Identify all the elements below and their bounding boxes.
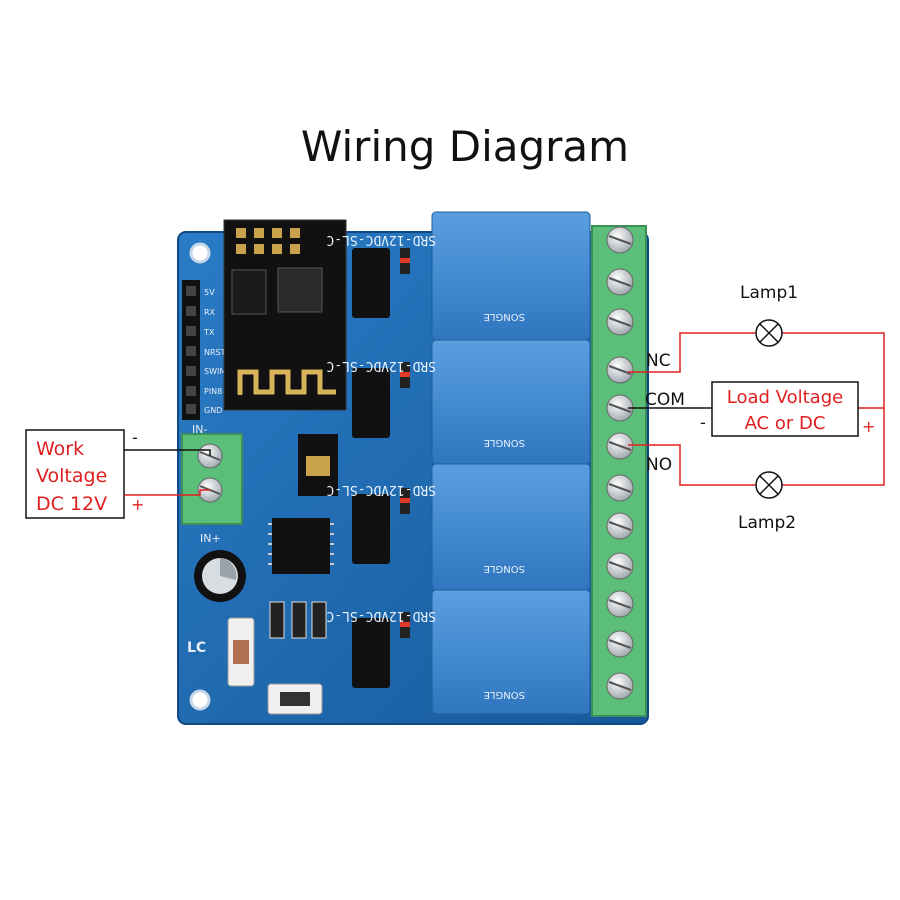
screw-slot xyxy=(608,521,632,531)
pin-label: SWIM xyxy=(204,367,226,376)
lamp2-icon xyxy=(755,471,783,499)
screw-slot xyxy=(608,277,632,287)
relay-1: SRD-12VDC-SL-C SONGLE xyxy=(326,211,591,341)
terminal-nc-label: NC xyxy=(646,351,671,371)
screw-slot xyxy=(608,441,632,451)
relay-4: SRD-12VDC-SL-C SONGLE xyxy=(326,589,591,715)
work-voltage-line2: Voltage xyxy=(36,465,107,487)
load-voltage-plus: + xyxy=(862,417,875,436)
optocouplers xyxy=(352,248,390,688)
wifi-module xyxy=(223,219,347,411)
relay-brand: SONGLE xyxy=(484,437,525,448)
diodes xyxy=(400,248,410,638)
terminal-no-label: NO xyxy=(646,455,672,475)
push-buttons xyxy=(227,617,323,715)
pin-label: 5V xyxy=(204,288,215,297)
relay-brand: SONGLE xyxy=(484,689,525,700)
work-voltage-wires xyxy=(124,449,211,496)
jumper-header xyxy=(298,434,338,496)
screw-slot xyxy=(608,599,632,609)
relay-2: SRD-12VDC-SL-C SONGLE xyxy=(326,339,591,465)
screw-slot xyxy=(608,365,632,375)
in-plus-label: IN+ xyxy=(200,532,221,545)
relay-model: SRD-12VDC-SL-C xyxy=(326,608,436,623)
smd-resistors xyxy=(269,601,327,639)
work-voltage-line3: DC 12V xyxy=(36,493,107,515)
load-voltage-line2: AC or DC xyxy=(745,413,826,434)
relay-3: SRD-12VDC-SL-C SONGLE xyxy=(326,463,591,591)
relay-model: SRD-12VDC-SL-C xyxy=(326,232,436,247)
output-terminal-block xyxy=(591,225,647,717)
pin-header: 5V RX TX NRST SWIM PIN8 GND xyxy=(182,280,226,420)
lamp1-label: Lamp1 xyxy=(740,283,798,303)
pin-label: PIN8 xyxy=(204,387,222,396)
input-terminal-block xyxy=(181,433,243,525)
screw-slot xyxy=(608,561,632,571)
lamp2-label: Lamp2 xyxy=(738,513,796,533)
relay-brand: SONGLE xyxy=(484,563,525,574)
pcb-logo: LC xyxy=(187,640,206,656)
pin-label: GND xyxy=(204,406,222,415)
load-voltage-box: Load Voltage AC or DC xyxy=(711,381,859,437)
in-minus-label: IN- xyxy=(192,423,207,436)
work-voltage-box: Work Voltage DC 12V xyxy=(25,429,125,519)
pin-label: NRST xyxy=(204,348,226,357)
pin-label: TX xyxy=(203,328,215,337)
load-voltage-line1: Load Voltage xyxy=(727,387,843,408)
relay-model: SRD-12VDC-SL-C xyxy=(326,482,436,497)
screw-slot xyxy=(608,681,632,691)
work-voltage-plus: + xyxy=(131,495,144,514)
screw-slot xyxy=(608,317,632,327)
relay-brand: SONGLE xyxy=(484,311,525,322)
capacitor xyxy=(194,550,246,602)
microcontroller-chip xyxy=(268,518,334,574)
relay-model: SRD-12VDC-SL-C xyxy=(326,358,436,373)
screw-slot xyxy=(608,403,632,413)
page-title: Wiring Diagram xyxy=(300,122,630,171)
terminal-com-label: COM xyxy=(645,390,685,410)
work-voltage-minus: - xyxy=(132,428,138,447)
screw-slot xyxy=(608,639,632,649)
pin-label: RX xyxy=(204,308,216,317)
load-voltage-minus: - xyxy=(700,413,706,432)
screw-slot xyxy=(608,483,632,493)
screw-slot xyxy=(608,235,632,245)
work-voltage-line1: Work xyxy=(36,438,84,460)
lamp1-icon xyxy=(755,319,783,347)
